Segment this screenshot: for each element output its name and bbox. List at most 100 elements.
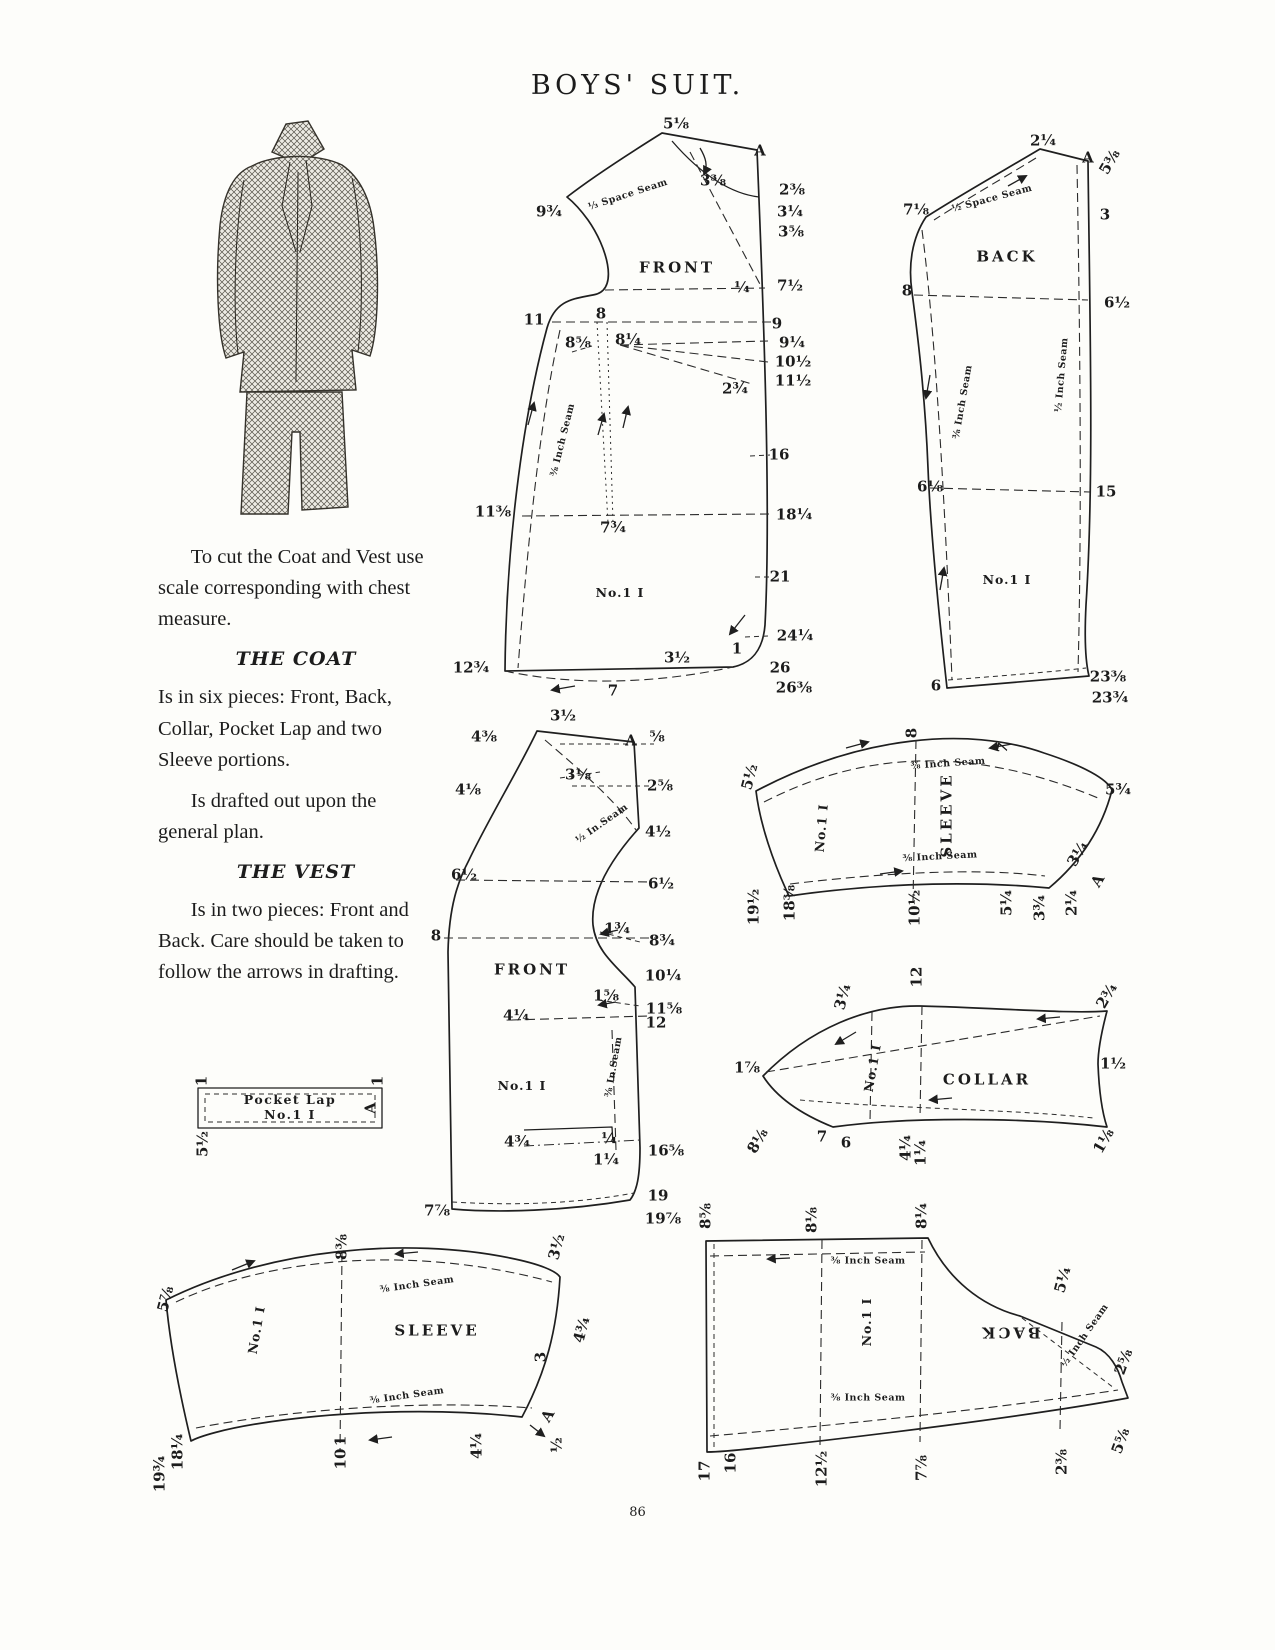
- vest-back-label: 17: [695, 1460, 714, 1482]
- coat-back-label: 23⅜: [1089, 667, 1127, 686]
- vest-back-label: No.1 I: [858, 1297, 874, 1347]
- vest-back-label: 16: [721, 1452, 740, 1474]
- vest-back-diagram: [705, 1237, 1129, 1453]
- coat-sleeve-label: 10½: [905, 889, 924, 927]
- sleeve-2-label: ½: [547, 1437, 566, 1453]
- collar-diagram: [762, 1005, 1108, 1128]
- intro-paragraph: To cut the Coat and Vest use scale corre…: [158, 546, 424, 631]
- coat-front-label: 16: [768, 445, 790, 464]
- vest-paragraph-1: Is in two pieces: Front and Back. Care s…: [158, 899, 409, 984]
- vest-front-label: 6½: [450, 865, 478, 884]
- collar-label: 12: [907, 966, 926, 988]
- vest-back-label: 8⅝: [696, 1203, 715, 1229]
- collar-label: 1½: [1099, 1054, 1127, 1073]
- coat-sleeve-label: 5¾: [1104, 780, 1132, 799]
- coat-front-label: 1: [731, 639, 743, 658]
- coat-back-label: BACK: [976, 247, 1038, 266]
- pocket-lap-label: 1: [192, 1075, 211, 1087]
- collar-label: 1⅞: [734, 1058, 760, 1077]
- coat-front-label: A: [754, 141, 766, 160]
- sleeve-2-label: 8⅜: [332, 1234, 351, 1260]
- pocket-lap-label: 5½: [193, 1130, 212, 1158]
- pocket-lap-label: Pocket Lap: [243, 1091, 337, 1107]
- vest-front-label: 2⅝: [647, 776, 673, 795]
- coat-front-label: 10½: [774, 352, 812, 371]
- vest-back-label: 8⅛: [802, 1207, 821, 1233]
- vest-front-label: 4⅛: [455, 780, 481, 799]
- coat-front-label: 7½: [776, 276, 804, 295]
- coat-back-label: 6⅛: [917, 477, 943, 496]
- coat-sleeve-diagram: [755, 737, 1113, 903]
- page-number: 86: [629, 1505, 646, 1520]
- coat-front-label: 8: [595, 304, 607, 323]
- coat-back-label: 15: [1095, 482, 1117, 501]
- vest-back-label: ⅜ Inch Seam: [830, 1392, 906, 1404]
- vest-front-label: 1⅝: [593, 986, 619, 1005]
- coat-front-label: 3½: [663, 648, 691, 667]
- vest-front-label: No.1 I: [497, 1077, 547, 1093]
- coat-front-label: 3⅝: [778, 222, 804, 241]
- coat-sleeve-label: 2¼: [1062, 889, 1081, 917]
- coat-sleeve-label: 8: [902, 727, 921, 739]
- vest-front-label: 4¾: [503, 1132, 531, 1151]
- coat-front-label: 26: [769, 658, 791, 677]
- coat-front-label: 2¾: [721, 379, 749, 398]
- coat-front-label: No.1 I: [595, 584, 645, 600]
- boys-suit-illustration: [216, 120, 379, 515]
- vest-front-label: 10¼: [644, 966, 682, 985]
- coat-front-label: 9¼: [778, 333, 806, 352]
- coat-back-label: 7⅛: [903, 200, 929, 219]
- coat-sleeve-label: 5¼: [997, 889, 1016, 917]
- coat-front-label: 11: [523, 310, 545, 329]
- coat-back-label: 3: [1099, 205, 1111, 224]
- sleeve-2-label: 10: [331, 1448, 350, 1470]
- vest-front-label: 19: [647, 1186, 669, 1205]
- coat-back-label: 6½: [1103, 293, 1131, 312]
- coat-front-label: 9: [771, 314, 783, 333]
- vest-back-label: BACK: [979, 1323, 1041, 1342]
- collar-label: 7: [816, 1127, 828, 1146]
- coat-front-label: 5⅛: [663, 114, 689, 133]
- coat-front-label: 8⅝: [565, 333, 591, 352]
- instructions-column: To cut the Coat and Vest use scale corre…: [158, 542, 434, 998]
- coat-front-label: 12¾: [452, 658, 490, 677]
- coat-back-label: A: [1082, 148, 1094, 167]
- sleeve-2-label: 4¼: [467, 1432, 486, 1460]
- vest-back-label: ⅜ Inch Seam: [830, 1255, 906, 1267]
- vest-front-label: A: [625, 731, 637, 750]
- collar-label: COLLAR: [942, 1070, 1032, 1089]
- coat-front-label: 11⅜: [474, 502, 512, 521]
- sleeve-2-label: 18¼: [168, 1433, 187, 1471]
- coat-front-label: FRONT: [638, 258, 716, 277]
- coat-front-diagram: [504, 132, 775, 694]
- coat-back-label: 2¼: [1029, 131, 1057, 150]
- sleeve-2-label: 1: [331, 1435, 350, 1447]
- coat-back-diagram: [909, 148, 1092, 689]
- coat-paragraph-1: Is in six pieces: Front, Back, Collar, P…: [158, 686, 393, 771]
- vest-front-label: 4⅜: [471, 727, 497, 746]
- vest-front-label: 4½: [644, 822, 672, 841]
- vest-front-label: 3⅛: [565, 765, 591, 784]
- vest-front-label: 1¾: [603, 919, 631, 938]
- sleeve-2-label: SLEEVE: [394, 1321, 480, 1340]
- vest-front-label: 4¼: [502, 1006, 530, 1025]
- coat-front-label: 3⅜: [700, 171, 726, 190]
- coat-heading: THE COAT: [235, 648, 357, 671]
- vest-front-label: 6½: [647, 874, 675, 893]
- vest-back-label: 12½: [812, 1450, 831, 1488]
- sleeve-2-label: 19¾: [150, 1455, 169, 1493]
- coat-front-label: 11½: [774, 371, 812, 390]
- vest-front-label: 8: [430, 926, 442, 945]
- coat-sleeve-label: 3¾: [1030, 894, 1049, 922]
- coat-front-label: 21: [769, 567, 791, 586]
- vest-back-label: 8¼: [912, 1202, 931, 1230]
- coat-back-label: 23¾: [1091, 688, 1129, 707]
- page-title: BOYS' SUIT.: [530, 70, 745, 101]
- vest-front-label: 11⅝: [645, 999, 683, 1018]
- vest-front-label: 3½: [549, 706, 577, 725]
- coat-front-label: 8¼: [614, 330, 642, 349]
- coat-front-label: 26⅜: [775, 678, 813, 697]
- sleeve-2-diagram: [165, 1247, 561, 1453]
